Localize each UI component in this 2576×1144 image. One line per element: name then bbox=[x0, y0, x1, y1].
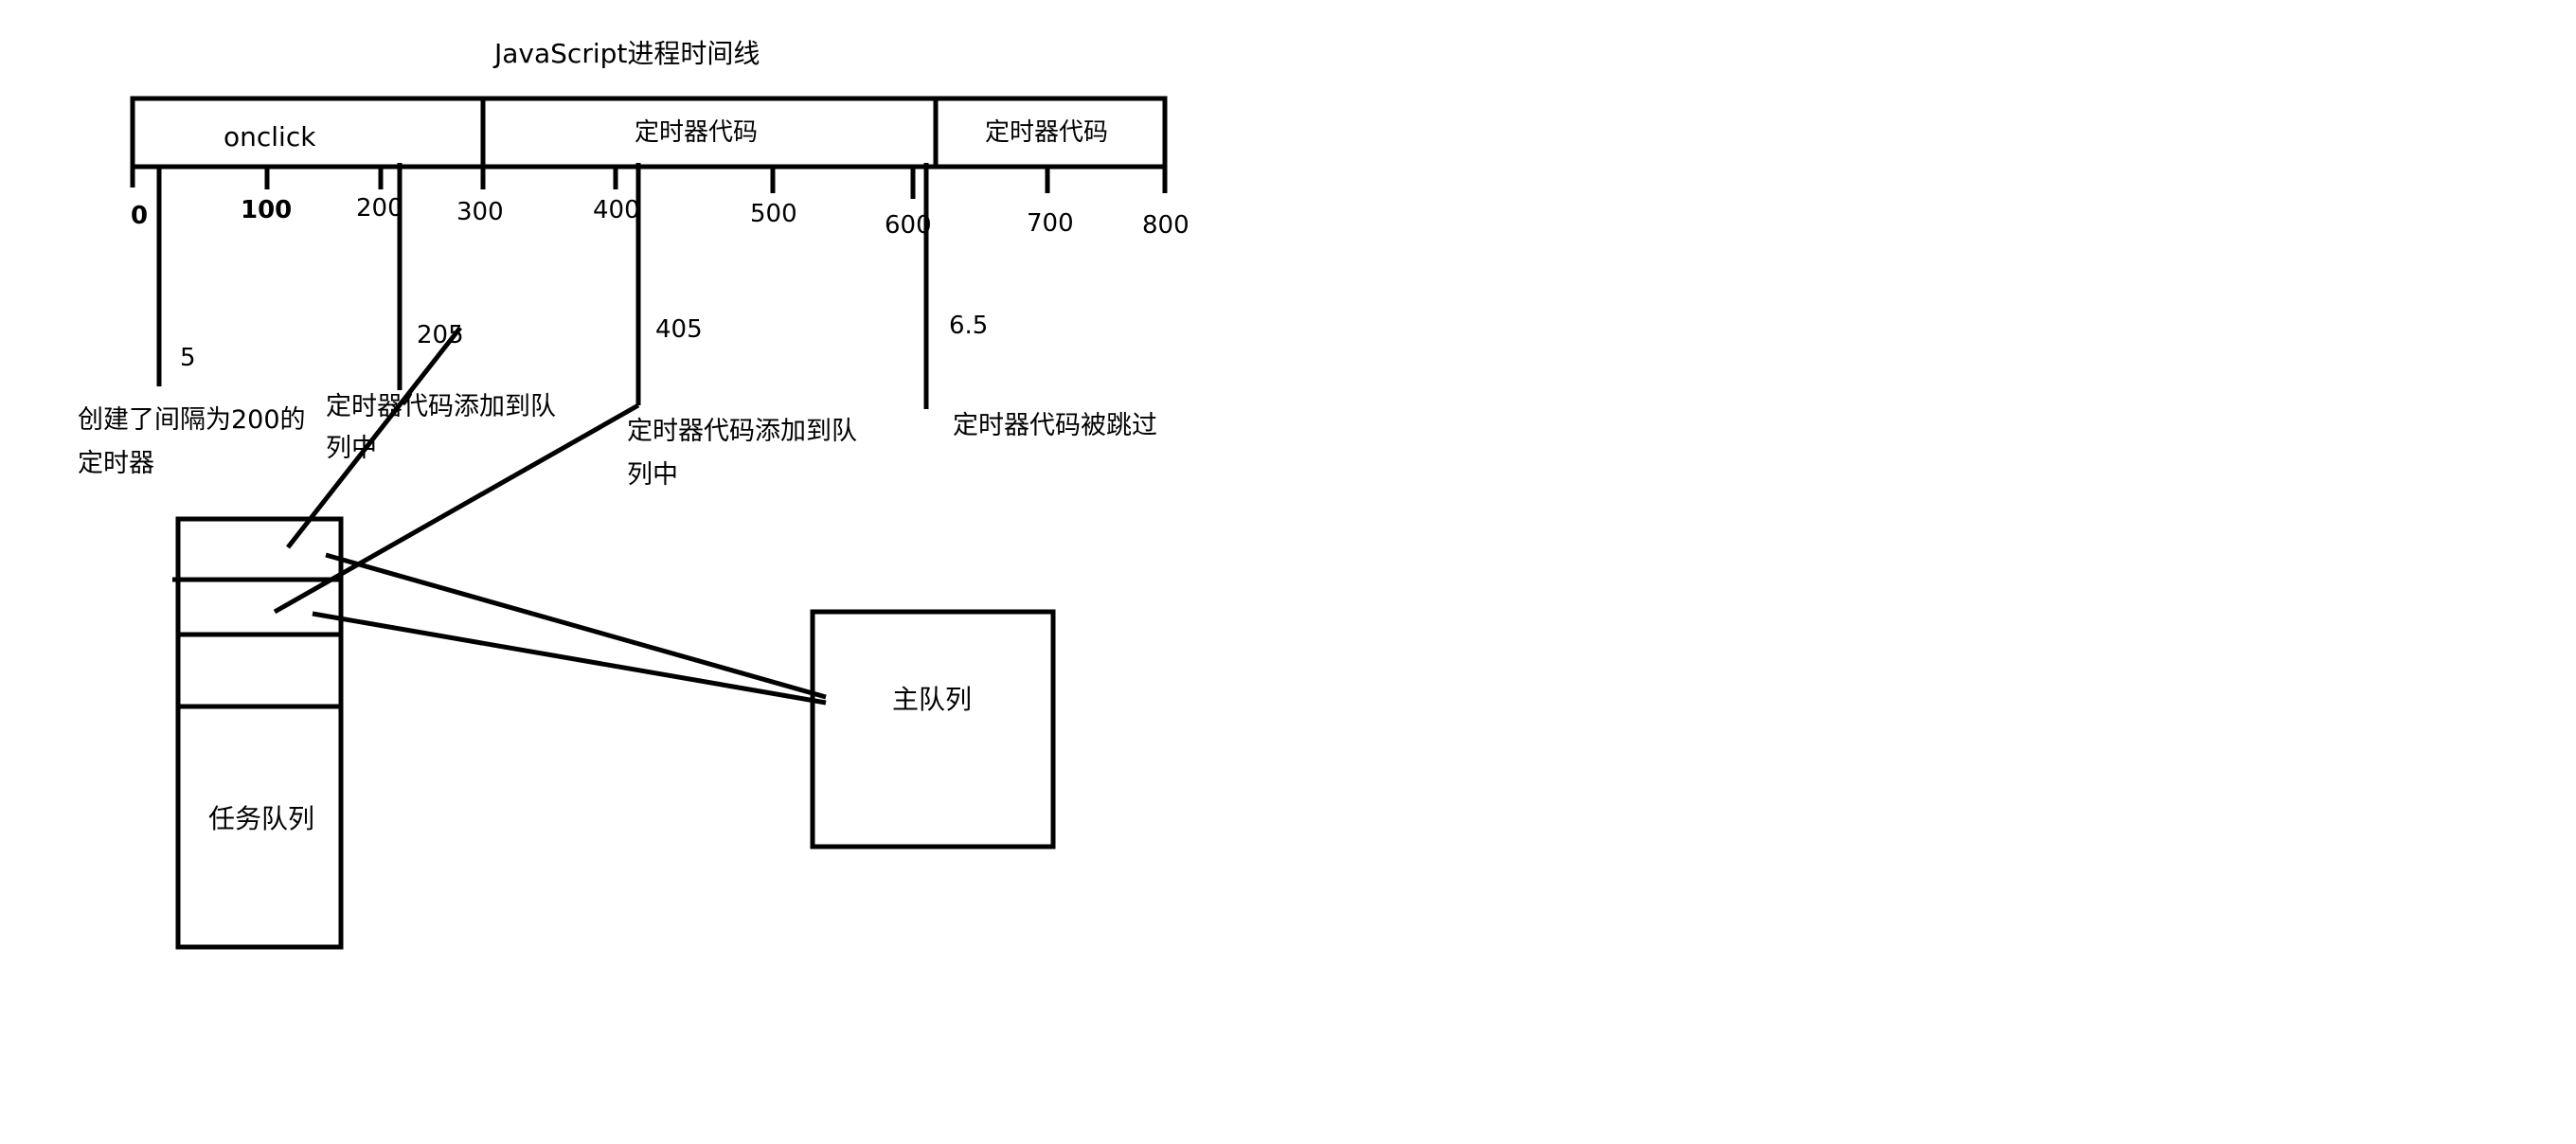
event-markers: 5 205 405 6.5 创建了间隔为200的 定时器 定时器代码添加到队 列… bbox=[78, 163, 1157, 490]
axis-label-800: 800 bbox=[1142, 211, 1190, 240]
axis-label-100: 100 bbox=[241, 196, 292, 224]
axis-label-600: 600 bbox=[885, 211, 932, 240]
connectors bbox=[273, 326, 827, 706]
connector-205-to-queue bbox=[286, 326, 462, 549]
axis-label-400: 400 bbox=[593, 196, 640, 224]
main-queue-frame bbox=[810, 609, 1056, 849]
marker-value-5: 5 bbox=[180, 344, 196, 372]
axis-label-0: 0 bbox=[131, 202, 148, 230]
connector-queue-slot2-to-main bbox=[312, 611, 827, 706]
axis-label-700: 700 bbox=[1027, 209, 1074, 238]
time-axis: 0 100 200 300 400 500 600 700 800 bbox=[130, 167, 1190, 240]
main-queue-label: 主队列 bbox=[892, 684, 972, 715]
axis-label-200: 200 bbox=[356, 194, 403, 223]
segment-timer-code-label-1: 定时器代码 bbox=[635, 118, 758, 147]
connector-405-to-queue bbox=[273, 402, 640, 615]
segment-onclick-label: onclick bbox=[224, 121, 316, 152]
timeline-bar: onclick 定时器代码 定时器代码 bbox=[130, 96, 1168, 170]
marker-value-6-5: 6.5 bbox=[949, 312, 988, 340]
marker-note-205-line1: 定时器代码添加到队 bbox=[326, 392, 556, 421]
task-queue-label: 任务队列 bbox=[208, 803, 314, 834]
marker-note-205-line2: 列中 bbox=[326, 434, 377, 463]
marker-note-405-line2: 列中 bbox=[627, 460, 678, 490]
connector-queue-slot1-to-main bbox=[325, 552, 827, 700]
marker-note-5-line1: 创建了间隔为200的 bbox=[78, 405, 306, 435]
diagram-title: JavaScript进程时间线 bbox=[492, 38, 760, 69]
marker-value-405: 405 bbox=[655, 315, 703, 344]
axis-label-300: 300 bbox=[456, 198, 504, 226]
marker-note-405-line1: 定时器代码添加到队 bbox=[627, 417, 857, 446]
timeline-frame bbox=[130, 96, 1168, 170]
segment-timer-code-label-2: 定时器代码 bbox=[985, 118, 1108, 147]
main-queue: 主队列 bbox=[810, 609, 1056, 849]
task-queue-frame bbox=[175, 516, 344, 950]
axis-label-500: 500 bbox=[750, 200, 797, 228]
task-queue: 任务队列 bbox=[172, 516, 344, 950]
marker-note-6-5-line1: 定时器代码被跳过 bbox=[953, 411, 1157, 440]
marker-note-5-line2: 定时器 bbox=[78, 449, 154, 478]
